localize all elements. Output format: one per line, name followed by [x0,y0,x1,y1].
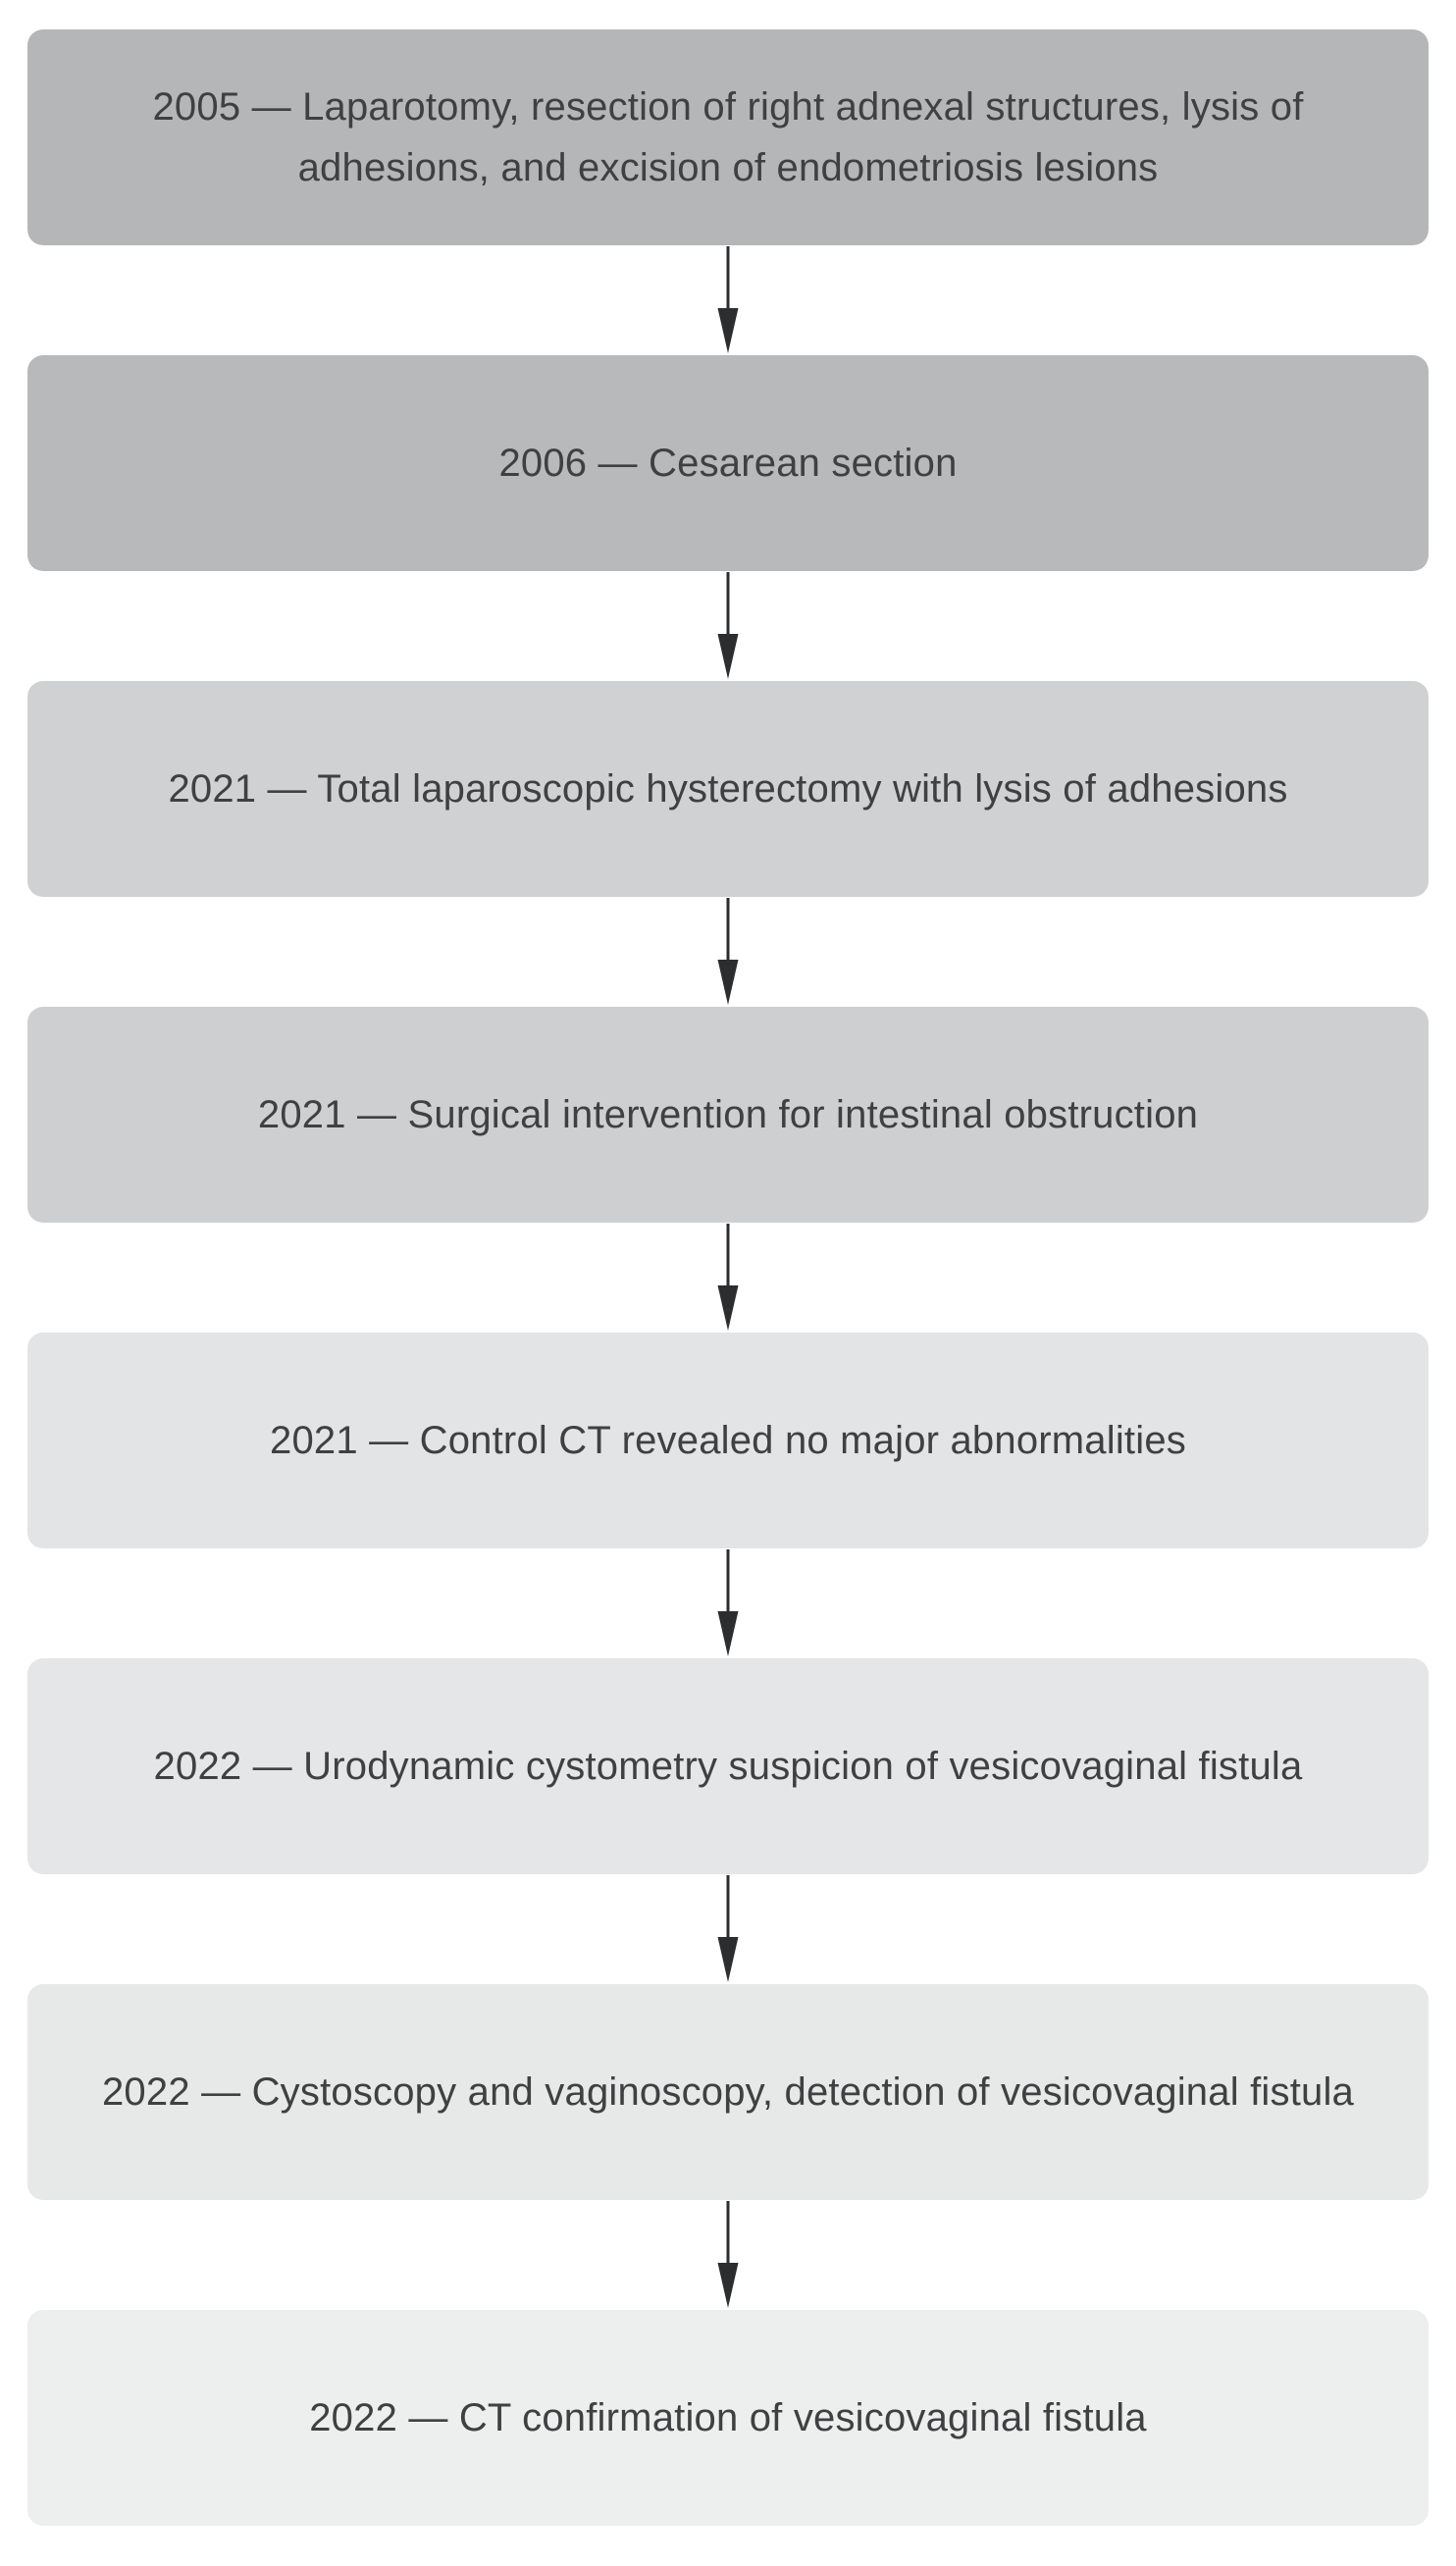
arrow-head [717,1937,739,1982]
timeline-box-2021-intestinal-obstruction: 2021 — Surgical intervention for intesti… [27,1007,1429,1223]
timeline-box-2006: 2006 — Cesarean section [27,355,1429,571]
timeline-box-2022-ct-confirmation: 2022 — CT confirmation of vesicovaginal … [27,2310,1429,2526]
timeline-box-2022-cystoscopy-vaginoscopy: 2022 — Cystoscopy and vaginoscopy, detec… [27,1984,1429,2200]
arrow-head [717,634,739,679]
timeline-box-2005: 2005 — Laparotomy, resection of right ad… [27,29,1429,245]
down-arrow-icon [713,571,743,681]
timeline-step-4: 2021 — Surgical intervention for intesti… [27,1007,1429,1333]
arrow-head [717,1611,739,1656]
timeline-step-2: 2006 — Cesarean section [27,355,1429,681]
timeline-box-2021-intestinal-obstruction-label: 2021 — Surgical intervention for intesti… [257,1093,1199,1136]
arrow-head [717,960,739,1005]
timeline-box-2021-control-ct-label: 2021 — Control CT revealed no major abno… [270,1419,1186,1462]
arrow-head [717,308,739,353]
timeline-box-2021-control-ct: 2021 — Control CT revealed no major abno… [27,1333,1429,1548]
arrow-head [717,1285,739,1331]
timeline-step-3: 2021 — Total laparoscopic hysterectomy w… [27,681,1429,1007]
down-arrow-icon [713,2200,743,2310]
timeline-step-8: 2022 — CT confirmation of vesicovaginal … [27,2310,1429,2526]
timeline-box-2022-urodynamic-cystometry: 2022 — Urodynamic cystometry suspicion o… [27,1658,1429,1874]
down-arrow-icon [713,897,743,1007]
timeline-step-1: 2005 — Laparotomy, resection of right ad… [27,29,1429,355]
timeline-step-6: 2022 — Urodynamic cystometry suspicion o… [27,1658,1429,1984]
down-arrow-icon [713,1874,743,1984]
down-arrow-icon [713,1223,743,1333]
timeline-box-2006-label: 2006 — Cesarean section [498,442,958,485]
timeline-box-2021-hysterectomy-label: 2021 — Total laparoscopic hysterectomy w… [168,767,1288,811]
timeline-box-2005-label: 2005 — Laparotomy, resection of right ad… [152,85,1304,189]
timeline-box-2022-urodynamic-cystometry-label: 2022 — Urodynamic cystometry suspicion o… [153,1745,1303,1788]
timeline-step-5: 2021 — Control CT revealed no major abno… [27,1333,1429,1658]
timeline-box-2022-ct-confirmation-label: 2022 — CT confirmation of vesicovaginal … [309,2396,1147,2439]
timeline-box-2021-hysterectomy: 2021 — Total laparoscopic hysterectomy w… [27,681,1429,897]
down-arrow-icon [713,245,743,355]
timeline-step-7: 2022 — Cystoscopy and vaginoscopy, detec… [27,1984,1429,2310]
down-arrow-icon [713,1548,743,1658]
arrow-head [717,2263,739,2308]
timeline-box-2022-cystoscopy-vaginoscopy-label: 2022 — Cystoscopy and vaginoscopy, detec… [101,2070,1354,2114]
